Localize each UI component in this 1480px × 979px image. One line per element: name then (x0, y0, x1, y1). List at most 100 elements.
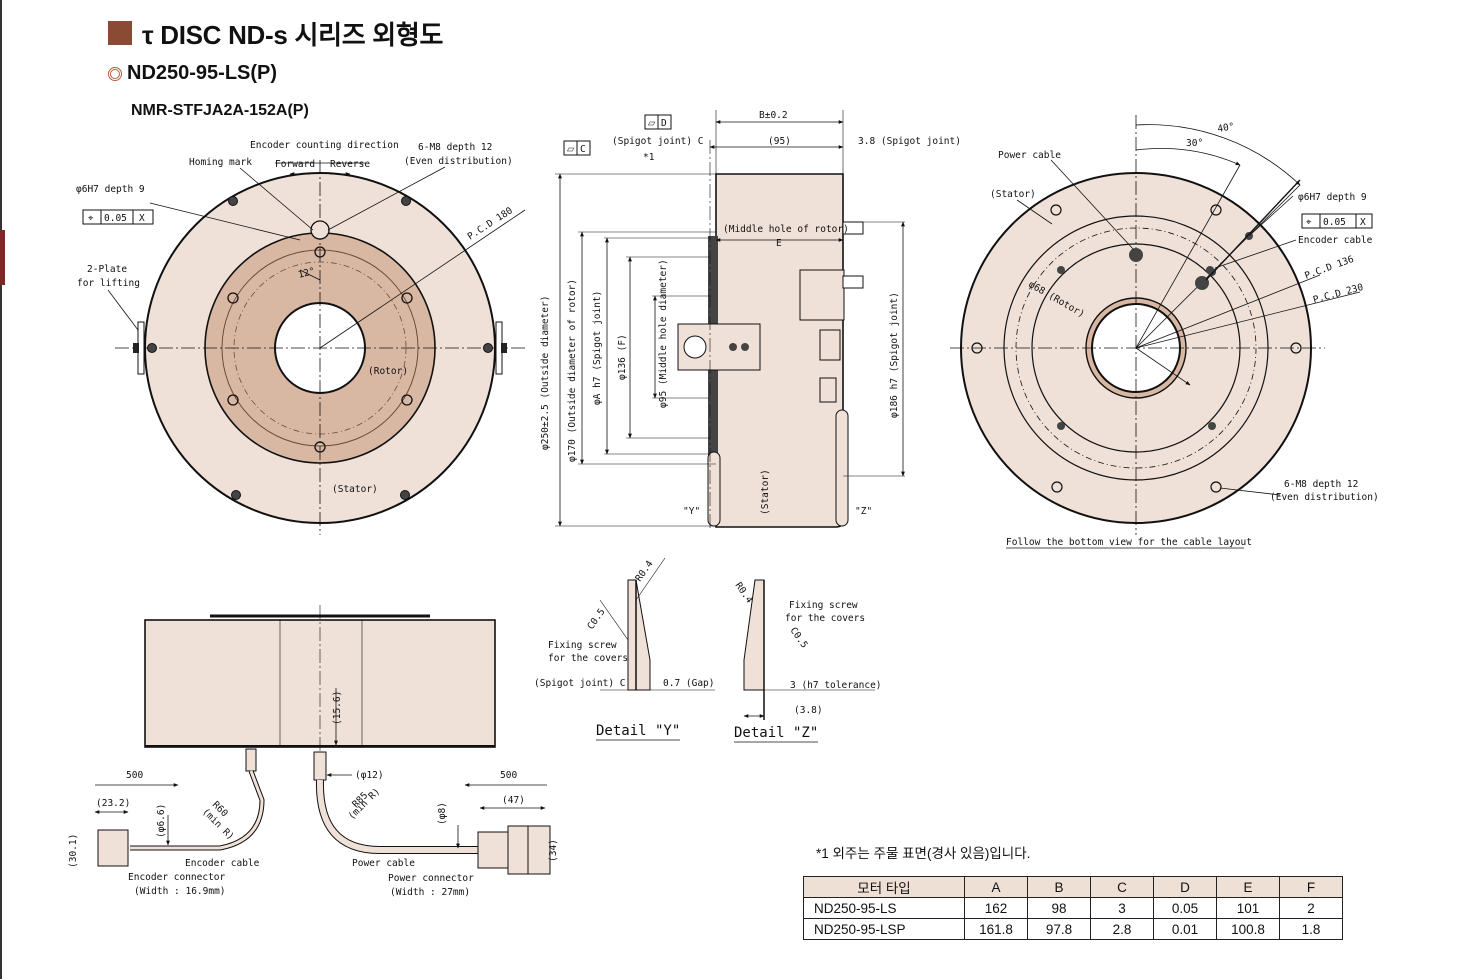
cell-d: 0.01 (1153, 918, 1217, 940)
front-m8-distribution: (Even distribution) (404, 156, 513, 167)
model-name: ND250-95-LS(P) (127, 62, 278, 84)
detail-y-title: Detail "Y" (596, 723, 680, 739)
back-m8-label: 6-M8 depth 12 (1284, 479, 1358, 490)
spigot-a-label: φA h7 (Spigot joint) (592, 291, 603, 405)
cable-layout-note: Follow the bottom view for the cable lay… (1006, 537, 1252, 548)
page-left-border (0, 0, 2, 979)
encoder-cable-label: Encoder cable (1298, 235, 1373, 246)
table-row: ND250-95-LSP 161.8 97.8 2.8 0.01 100.8 1… (803, 918, 1343, 940)
back-tolerance-value: 0.05 (1323, 217, 1346, 228)
flatness-icon-2: ⏥ (567, 144, 575, 155)
bottom-view: (15.6) (φ12) 500 500 (23.2) (φ6.6) R60 (… (68, 605, 559, 898)
detail-y-fix-2: for the covers (548, 653, 628, 664)
detail-z-title: Detail "Z" (734, 725, 818, 741)
detail-z-38: (3.8) (794, 705, 823, 716)
front-tolerance-value: 0.05 (104, 213, 127, 224)
position-tolerance-icon-2: ⌖ (1306, 217, 1312, 228)
detail-y-r04: R0.4 (633, 558, 655, 583)
front-angle-label: 12° (297, 266, 316, 281)
cell-f: 2 (1279, 897, 1343, 919)
dim-95-label: (95) (768, 136, 791, 147)
spigot-186-label: φ186 h7 (Spigot joint) (889, 292, 900, 418)
cell-d: 0.05 (1153, 897, 1217, 919)
title-square-icon (108, 21, 132, 45)
side-stator-label: (Stator) (760, 469, 771, 515)
col-c: C (1090, 876, 1154, 898)
flatness-datum: D (661, 118, 667, 129)
page-title: τ DISC ND-s 시리즈 외형도 (108, 17, 443, 50)
detail-y-gap: 0.7 (Gap) (663, 678, 714, 689)
power-connector-label: Power connector (388, 873, 474, 884)
back-m8-distribution: (Even distribution) (1270, 492, 1379, 503)
cell-c: 2.8 (1090, 918, 1154, 940)
page-edge-marker (0, 230, 5, 285)
detail-y-spigot: (Spigot joint) C (534, 678, 626, 689)
encoder-length-label: 500 (126, 770, 143, 781)
reverse-label: Reverse (330, 159, 370, 170)
pcd-136-label: P.C.D 136 (1303, 254, 1355, 282)
dim-232-label: (23.2) (96, 798, 130, 809)
cell-f: 1.8 (1279, 918, 1343, 940)
detail-z-fix-1: Fixing screw (789, 600, 858, 611)
encoder-connector-label: Encoder connector (128, 872, 226, 883)
col-a: A (964, 876, 1028, 898)
cell-e: 100.8 (1216, 918, 1280, 940)
power-cable-label-2: Power cable (352, 858, 415, 869)
encoder-cable-label-2: Encoder cable (185, 858, 260, 869)
power-length-label: 500 (500, 770, 517, 781)
dim-156-label: (15.6) (332, 691, 343, 725)
outside-diameter-label: φ250±2.5 (Outside diameter) (540, 296, 551, 450)
detail-z-c05: C0.5 (788, 625, 810, 650)
cell-model: ND250-95-LSP (803, 918, 965, 940)
dim-12-label: (φ12) (355, 770, 384, 781)
col-b: B (1027, 876, 1091, 898)
col-e: E (1216, 876, 1280, 898)
homing-mark-label: Homing mark (189, 157, 252, 168)
back-view: Power cable (Stator) 40° 30° φ6H7 depth … (950, 115, 1379, 549)
col-d: D (1153, 876, 1217, 898)
cell-model: ND250-95-LS (803, 897, 965, 919)
back-pin-hole-label: φ6H7 depth 9 (1298, 192, 1367, 203)
back-stator-label: (Stator) (990, 189, 1036, 200)
position-tolerance-icon: ⌖ (88, 213, 94, 224)
spec-table-header: 모터 타입 A B C D E F (803, 876, 1343, 898)
encoder-direction-label: Encoder counting direction (250, 140, 399, 151)
note-1-marker: *1 (643, 152, 655, 163)
detail-y-view: R0.4 C0.5 Fixing screw for the covers (S… (534, 557, 715, 741)
detail-z-h7: 3 (h7 tolerance) (790, 680, 882, 691)
power-connector-width: (Width : 27mm) (390, 887, 470, 898)
side-view: B±0.2 (Spigot joint) C (95) 3.8 (Spigot … (540, 110, 961, 530)
model-heading: ND250-95-LS(P) (108, 62, 277, 85)
dim-66-label: (φ6.6) (156, 804, 167, 838)
dim-e-label: E (776, 238, 782, 249)
rotor-od-label: φ170 (Outside diameter of rotor) (567, 279, 578, 462)
cell-e: 101 (1216, 897, 1280, 919)
cell-c: 3 (1090, 897, 1154, 919)
encoder-model: NMR-STFJA2A-152A(P) (131, 102, 309, 119)
dim-8-label: (φ8) (437, 802, 448, 825)
detail-z-fix-2: for the covers (785, 613, 865, 624)
detail-y-c05: C0.5 (585, 607, 607, 632)
table-row: ND250-95-LS 162 98 3 0.05 101 2 (803, 897, 1343, 919)
cell-b: 97.8 (1027, 918, 1091, 940)
cell-a: 162 (964, 897, 1028, 919)
spigot-38-label: 3.8 (Spigot joint) (858, 136, 961, 147)
front-stator-label: (Stator) (332, 484, 378, 495)
spec-table: 모터 타입 A B C D E F ND250-95-LS 162 98 3 0… (803, 876, 1343, 940)
detail-y-fix-1: Fixing screw (548, 640, 617, 651)
middle-hole-diameter-label: φ95 (Middle hole diameter) (658, 259, 669, 408)
cell-b: 98 (1027, 897, 1091, 919)
plate-label-2: for lifting (77, 278, 140, 289)
detail-z-marker: "Z" (855, 506, 872, 517)
front-m8-label: 6-M8 depth 12 (418, 142, 492, 153)
front-pin-hole-label: φ6H7 depth 9 (76, 184, 145, 195)
footnote: *1 외주는 주물 표면(경사 있음)입니다. (816, 846, 1031, 861)
detail-y-marker: "Y" (683, 506, 700, 517)
front-rotor-label: (Rotor) (368, 366, 408, 377)
spigot-c-label: (Spigot joint) C (612, 136, 704, 147)
pcd-230-label: P.C.D 230 (1312, 282, 1365, 306)
angle-30-label: 30° (1186, 138, 1203, 149)
back-datum-label: X (1360, 217, 1366, 228)
power-cable-label: Power cable (998, 150, 1061, 161)
